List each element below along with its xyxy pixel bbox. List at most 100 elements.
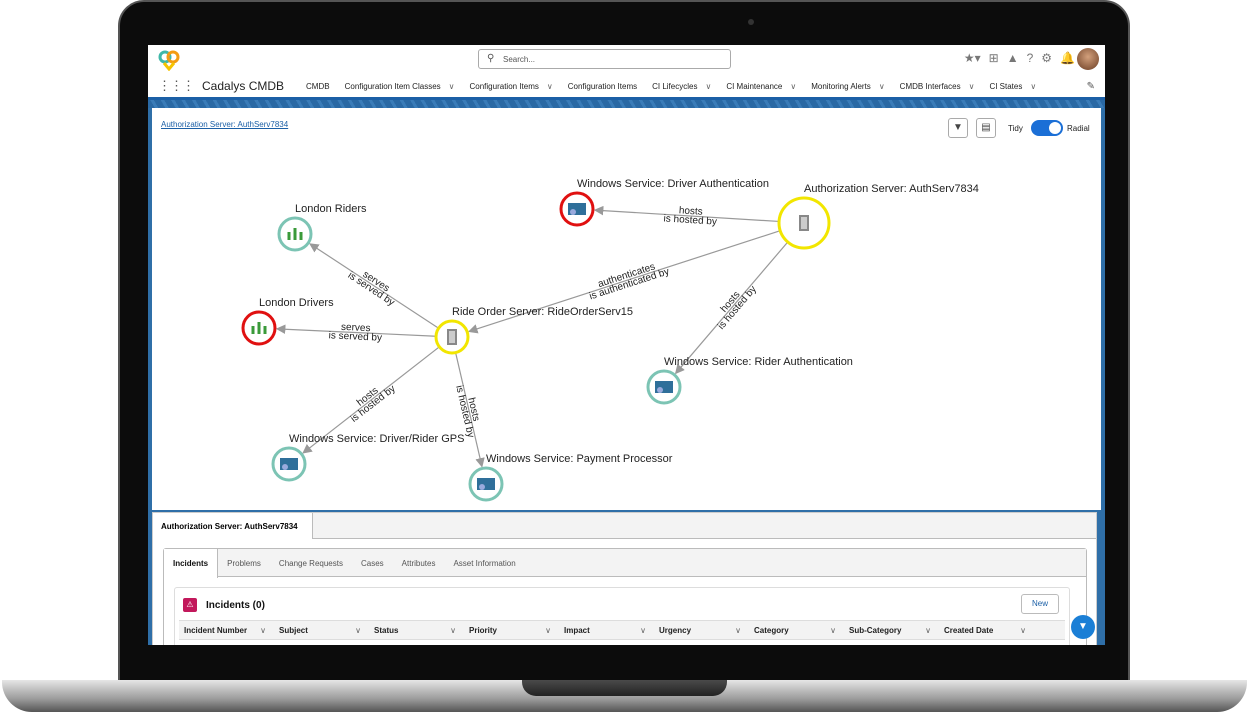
nav-item[interactable]: CMDB [306, 82, 330, 91]
nav-item[interactable]: CI States∨ [989, 82, 1036, 91]
app-launcher-icon[interactable]: ⋮⋮⋮ [158, 78, 195, 93]
layout-icon: ▤ [981, 122, 991, 133]
column-header[interactable]: Status∨ [369, 621, 464, 639]
related-lists: Incidents Problems Change Requests Cases Att… [163, 548, 1087, 645]
chevron-down-icon[interactable]: ∨ [545, 626, 551, 635]
column-label: Urgency [659, 626, 692, 635]
nav-item[interactable]: Configuration Items∨ [470, 82, 553, 91]
node-label: London Riders [295, 203, 367, 215]
node-label: Windows Service: Driver/Rider GPS [289, 433, 464, 445]
layout-button[interactable]: ▤ [976, 118, 996, 138]
avatar[interactable] [1077, 48, 1099, 70]
chevron-down-icon[interactable]: ∨ [968, 81, 975, 91]
search-icon: ⚲ [487, 53, 495, 64]
node-label: Authorization Server: AuthServ7834 [804, 183, 979, 195]
chevron-down-icon[interactable]: ∨ [450, 626, 456, 635]
chevron-down-icon[interactable]: ∨ [830, 626, 836, 635]
chevron-down-icon[interactable]: ∨ [546, 81, 553, 91]
column-header[interactable]: Subject∨ [274, 621, 369, 639]
trailhead-icon[interactable]: ▲ [1006, 51, 1019, 65]
edge-label-reverse: is served by [328, 330, 382, 343]
graph-node[interactable]: Ride Order Server: RideOrderServ15 [434, 306, 633, 355]
column-header[interactable]: Impact∨ [559, 621, 654, 639]
chevron-down-icon[interactable]: ∨ [735, 626, 741, 635]
nav-item[interactable]: CMDB Interfaces∨ [900, 82, 975, 91]
graph-node[interactable]: London Riders [277, 203, 367, 252]
server-icon [447, 329, 457, 345]
graph-node[interactable]: London Drivers [241, 297, 334, 346]
layout-toggle[interactable] [1031, 120, 1063, 136]
chevron-down-icon[interactable]: ∨ [448, 81, 455, 91]
edge-line [275, 324, 437, 337]
nav-item-label: Monitoring Alerts [811, 81, 871, 91]
node-label: Windows Service: Payment Processor [486, 453, 673, 465]
add-icon[interactable]: ⊞ [988, 51, 999, 65]
nav-item-label: Configuration Items [567, 81, 638, 91]
nav-item[interactable]: CI Maintenance∨ [726, 82, 796, 91]
graph-node[interactable]: Windows Service: Driver Authentication [559, 178, 769, 227]
incident-icon: ⚠ [183, 598, 197, 612]
column-header[interactable]: Urgency ∨ [654, 621, 749, 639]
chevron-down-icon[interactable]: ∨ [790, 81, 797, 91]
nav-item[interactable]: Configuration Items [568, 82, 637, 91]
cadalys-logo-icon [158, 50, 180, 71]
tab-asset-information[interactable]: Asset Information [453, 559, 516, 568]
help-icon[interactable]: ? [1026, 51, 1034, 65]
filter-button[interactable]: ▼ [948, 118, 968, 138]
edge-line [455, 352, 485, 468]
related-tabs: Incidents Problems Change Requests Cases Att… [164, 549, 1086, 578]
graph-node[interactable]: Windows Service: Payment Processor [468, 453, 673, 502]
edge-label: servesis served by [328, 321, 382, 343]
new-button[interactable]: New [1021, 594, 1059, 614]
node-label: Ride Order Server: RideOrderServ15 [452, 306, 633, 318]
nav-item[interactable]: Configuration Item Classes∨ [345, 82, 455, 91]
chevron-down-icon[interactable]: ∨ [1030, 81, 1037, 91]
edge-label-forward: serves [341, 322, 371, 334]
chevron-down-icon[interactable]: ∨ [705, 81, 712, 91]
chevron-down-icon[interactable]: ∨ [878, 81, 885, 91]
chevron-down-icon[interactable]: ∨ [925, 626, 931, 635]
graph-node[interactable]: Windows Service: Driver/Rider GPS [271, 433, 464, 482]
edge-label-forward: hosts [679, 205, 704, 217]
group-icon [251, 322, 267, 334]
incidents-title: Incidents (0) [206, 600, 265, 611]
tab-change-requests[interactable]: Change Requests [278, 559, 343, 568]
edge-line [467, 230, 781, 334]
breadcrumb[interactable]: Authorization Server: AuthServ7834 [161, 120, 289, 129]
edit-nav-icon[interactable]: ✎ [1086, 81, 1095, 92]
tab-attributes[interactable]: Attributes [401, 559, 436, 568]
search-input[interactable]: ⚲Search... [478, 49, 731, 69]
bell-icon[interactable]: 🔔 [1060, 51, 1075, 65]
nav-item[interactable]: CI Lifecycles∨ [652, 82, 711, 91]
scroll-down-button[interactable]: ▼ [1071, 615, 1095, 639]
chevron-down-icon[interactable]: ∨ [640, 626, 646, 635]
column-header[interactable]: Category∨ [749, 621, 844, 639]
graph-node[interactable]: Windows Service: Rider Authentication [646, 356, 853, 405]
column-header[interactable]: Priority∨ [464, 621, 559, 639]
chevron-down-icon[interactable]: ∨ [260, 626, 266, 635]
screen: ⚲Search... ★▾ ⊞ ▲ ? ⚙ 🔔 ⋮⋮⋮ Cadalys CMDB… [148, 45, 1105, 645]
column-header[interactable]: Created Date∨ [939, 621, 1034, 639]
edge-label-reverse: is hosted by [663, 213, 717, 227]
chevron-down-icon[interactable]: ∨ [355, 626, 361, 635]
node-label: London Drivers [259, 297, 334, 309]
tab-incidents[interactable]: Incidents [164, 549, 219, 578]
tab-cases[interactable]: Cases [360, 559, 384, 568]
tab-problems[interactable]: Problems [227, 559, 261, 568]
banner-band [148, 100, 1105, 108]
graph-node[interactable]: Authorization Server: AuthServ7834 [777, 183, 979, 250]
edge-label: hostsis hosted by [709, 278, 759, 332]
column-header[interactable]: Incident Number∨ [179, 621, 274, 639]
panel-tab[interactable]: Authorization Server: AuthServ7834 [153, 513, 313, 539]
node-label: Windows Service: Driver Authentication [577, 178, 769, 190]
global-header: ⚲Search... ★▾ ⊞ ▲ ? ⚙ 🔔 [148, 45, 1105, 75]
favorites-icon[interactable]: ★▾ [963, 51, 981, 65]
nav-item[interactable]: Monitoring Alerts ∨ [811, 82, 884, 91]
edge-line [302, 346, 440, 454]
service-icon [477, 478, 495, 490]
column-header[interactable]: Sub-Category∨ [844, 621, 939, 639]
edge-line [309, 243, 439, 329]
app-name: Cadalys CMDB [202, 79, 285, 93]
chevron-down-icon[interactable]: ∨ [1020, 626, 1026, 635]
gear-icon[interactable]: ⚙ [1041, 51, 1053, 65]
